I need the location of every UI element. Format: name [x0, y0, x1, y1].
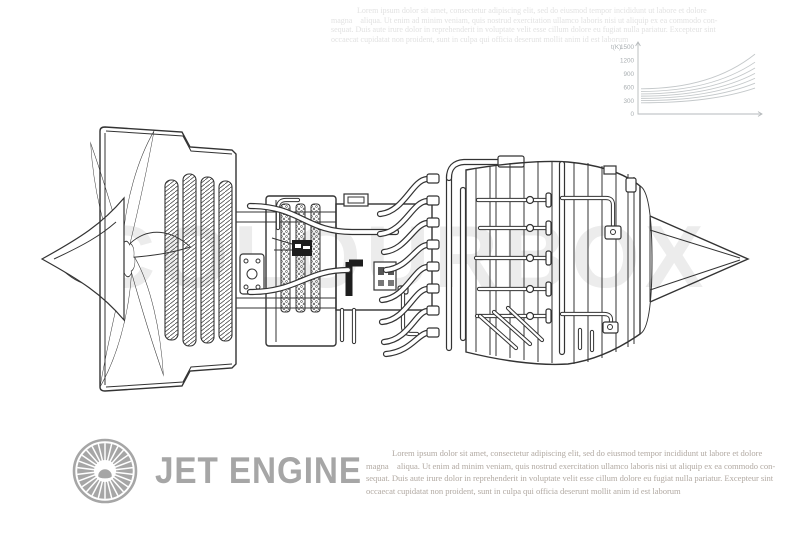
- paragraph-line: occaecat cupidatat non proident, sunt in…: [331, 34, 629, 44]
- chart-curve: [640, 87, 756, 104]
- svg-text:t(K): t(K): [611, 44, 621, 51]
- bottom-paragraph: Lorem ipsum dolor sit amet, consectetur …: [366, 447, 776, 497]
- paragraph-line: magna aliqua. Ut enim ad minim veniam, q…: [331, 15, 718, 25]
- fan-case: [99, 126, 237, 392]
- svg-text:300: 300: [623, 98, 634, 105]
- tie-rods: [473, 192, 552, 324]
- chart-curve: [640, 82, 756, 102]
- paragraph-line: magna aliqua. Ut enim ad minim veniam, q…: [366, 460, 776, 471]
- paragraph-line: Lorem ipsum dolor sit amet, consectetur …: [357, 6, 707, 15]
- temperature-chart: 1500 1200 900 600 300 0 t(K): [611, 41, 763, 118]
- chart-curve: [640, 72, 756, 97]
- chart-curve: [640, 77, 756, 99]
- turbine-case: [465, 160, 641, 366]
- svg-text:600: 600: [623, 84, 634, 91]
- turbine-icon: [72, 438, 138, 504]
- exhaust-cone: [639, 185, 750, 335]
- svg-text:0: 0: [630, 111, 634, 118]
- spinner-cone: [40, 196, 125, 322]
- paragraph-line: occaecat cupidatat non proident, sunt in…: [366, 485, 681, 496]
- logo: JET ENGINE: [71, 437, 385, 505]
- svg-text:1500: 1500: [620, 44, 635, 51]
- chart-curve: [640, 61, 756, 92]
- fan-stages: [164, 173, 233, 347]
- paragraph-line: sequat. Duis aute irure dolor in reprehe…: [366, 473, 774, 484]
- main-pipes: [246, 155, 525, 352]
- chart-curve: [640, 53, 756, 90]
- svg-text:1200: 1200: [620, 58, 635, 65]
- paragraph-line: Lorem ipsum dolor sit amet, consectetur …: [392, 448, 763, 458]
- chart-curve: [640, 67, 756, 95]
- svg-text:900: 900: [623, 71, 634, 78]
- jet-engine-title: JET ENGINE: [155, 450, 362, 491]
- manifold-fittings: [426, 173, 440, 338]
- fuel-manifold: [376, 173, 440, 358]
- turbine-blade-lines: [77, 443, 133, 499]
- top-paragraph: Lorem ipsum dolor sit amet, consectetur …: [331, 6, 777, 44]
- paragraph-line: sequat. Duis aute irure dolor in reprehe…: [331, 25, 716, 35]
